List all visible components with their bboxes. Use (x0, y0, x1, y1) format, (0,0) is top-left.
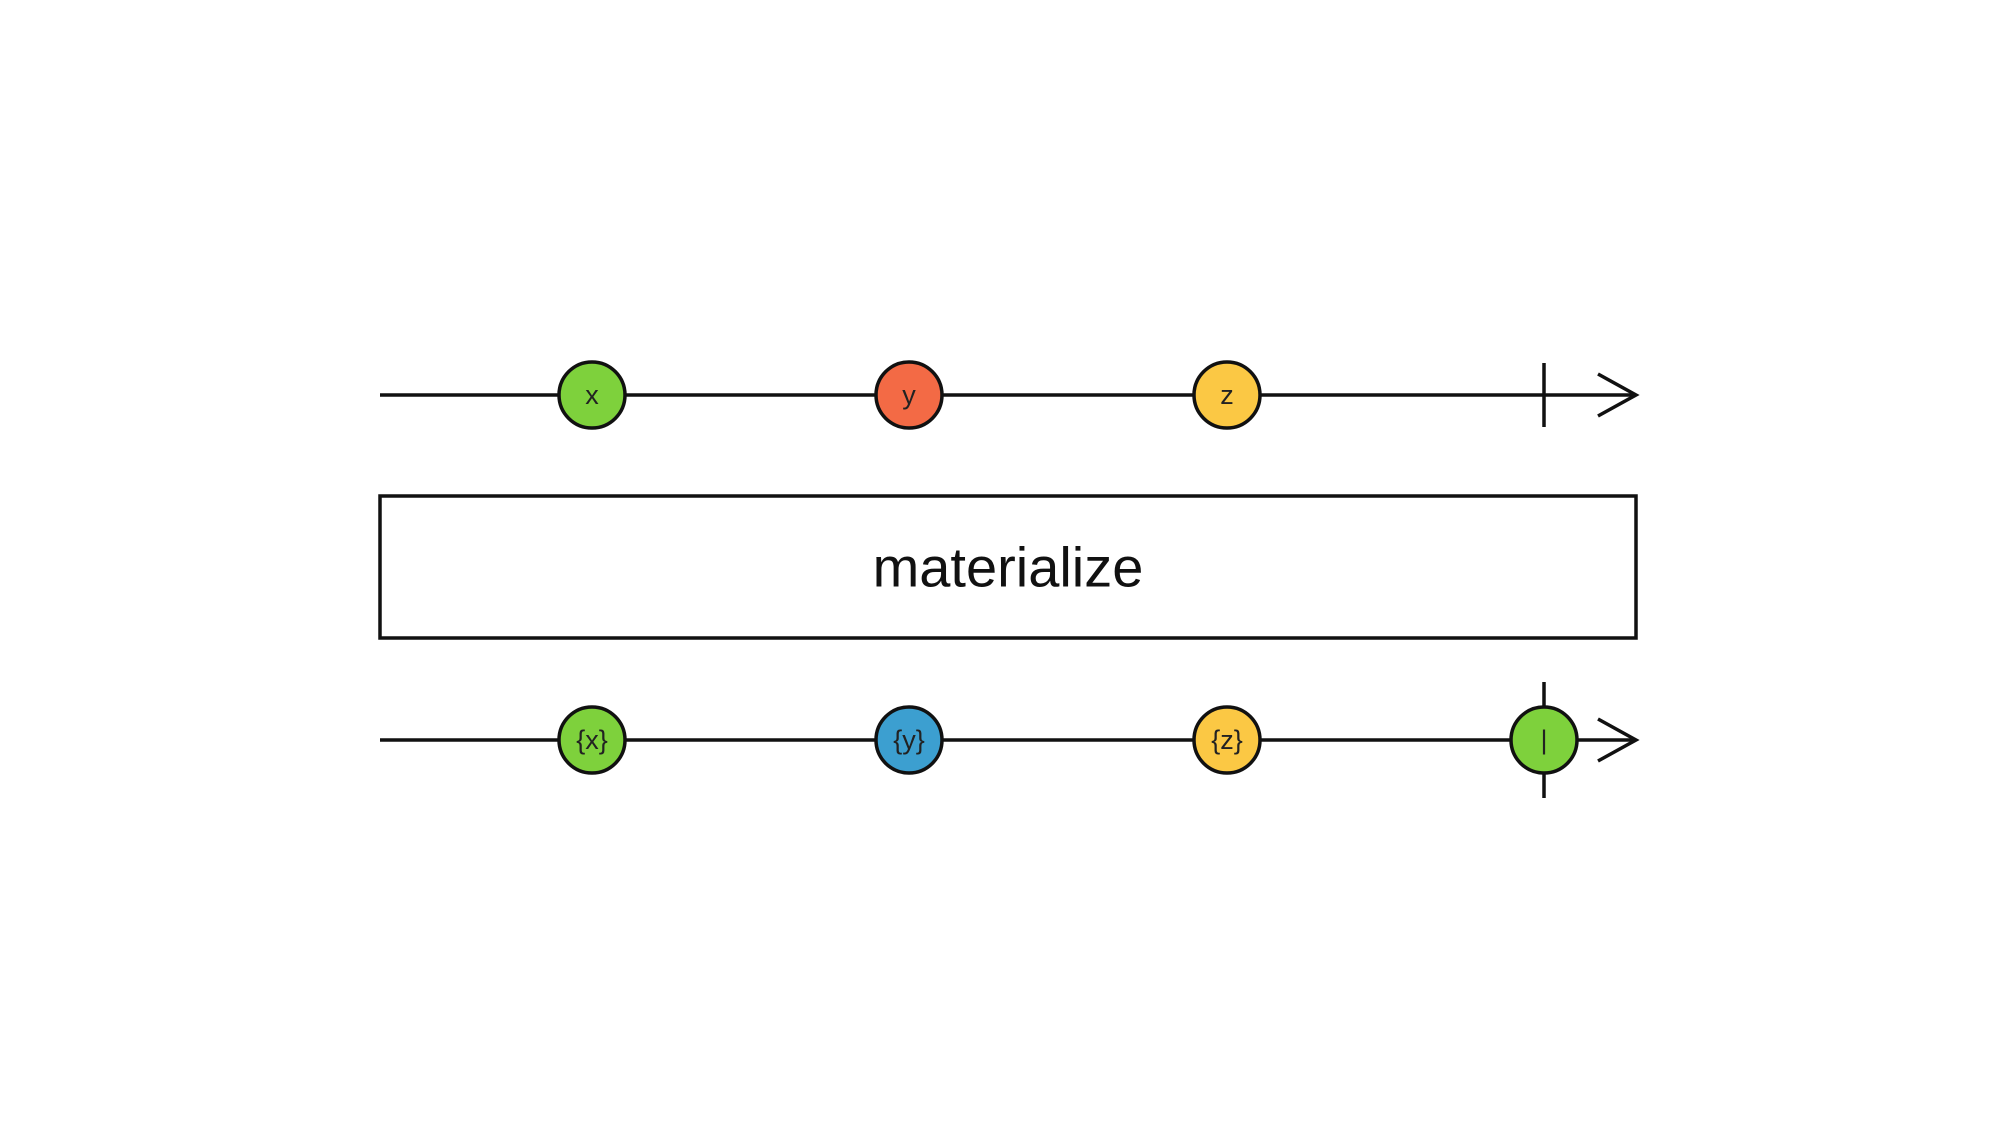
output-stream: {x} {y} {z} | (380, 682, 1640, 798)
input-marble-x-circle (557, 360, 627, 430)
operator-label: materialize (873, 536, 1144, 599)
output-marble-completion: | (1509, 705, 1579, 775)
output-marble-z-circle (1192, 705, 1262, 775)
input-marble-y: y (874, 360, 944, 430)
output-marble-z: {z} (1192, 705, 1262, 775)
operator-box: materialize (378, 494, 1638, 640)
output-marble-x-label: {x} (576, 725, 608, 755)
output-marble-y-circle (874, 705, 944, 775)
output-marble-x-circle (557, 705, 627, 775)
input-marble-y-circle (874, 360, 944, 430)
output-marble-y-label: {y} (893, 725, 925, 755)
operator-box-rect (378, 494, 1638, 640)
output-marble-completion-label: | (1540, 725, 1547, 755)
output-arrowhead-icon (1597, 717, 1640, 763)
input-marble-z: z (1192, 360, 1262, 430)
output-marble-x: {x} (557, 705, 627, 775)
output-marble-y: {y} (874, 705, 944, 775)
input-stream: x y z (380, 360, 1640, 430)
input-marble-y-label: y (902, 380, 916, 410)
input-marble-x: x (557, 360, 627, 430)
input-marble-z-circle (1192, 360, 1262, 430)
input-marble-x-label: x (585, 380, 599, 410)
output-marble-z-label: {z} (1211, 725, 1243, 755)
input-arrowhead-icon (1597, 372, 1640, 418)
input-marble-z-label: z (1220, 380, 1234, 410)
output-marble-completion-circle (1509, 705, 1579, 775)
